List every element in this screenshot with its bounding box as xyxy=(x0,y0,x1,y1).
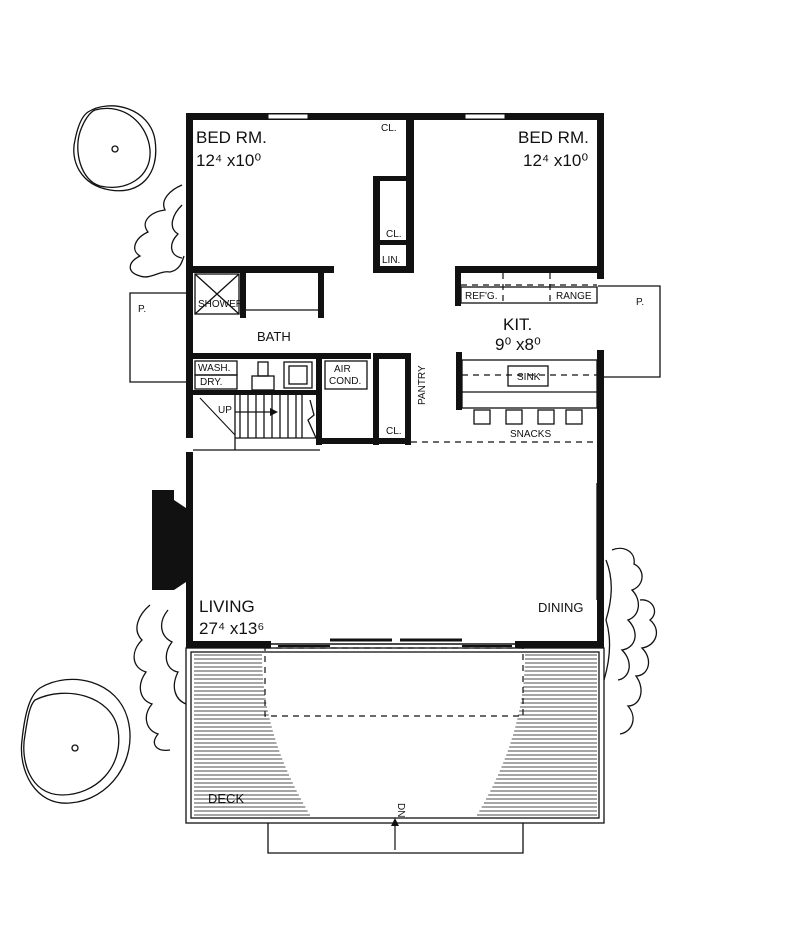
stair-up-label: UP xyxy=(218,405,232,416)
exterior-walls xyxy=(186,113,604,648)
refrigerator-label: REF'G. xyxy=(465,291,497,302)
porch-right-label: P. xyxy=(636,297,644,308)
bed-right-name: BED RM. xyxy=(518,128,589,147)
deck xyxy=(185,647,605,854)
kitchen-size: 9⁰ x8⁰ xyxy=(495,335,541,354)
bed-left-size: 12⁴ x10⁰ xyxy=(196,151,261,170)
sink-label: SINK xyxy=(517,372,541,383)
dining-label: DINING xyxy=(538,600,584,615)
laundry xyxy=(194,360,238,390)
bed-left-name: BED RM. xyxy=(196,128,267,147)
closet-top-label: CL. xyxy=(381,123,397,134)
closet-mid-label: CL. xyxy=(386,229,402,240)
tree-top-left xyxy=(73,105,157,192)
shrubs-left-lower xyxy=(133,604,187,751)
shower-label: SHOWER xyxy=(198,299,243,310)
snacks-label: SNACKS xyxy=(510,429,551,440)
porch-left xyxy=(129,292,190,383)
window-right xyxy=(596,483,603,600)
air-cond-label-1: AIR xyxy=(334,364,351,375)
bath-fixtures xyxy=(251,360,368,391)
pantry-label: PANTRY xyxy=(417,365,428,405)
shower xyxy=(194,273,318,315)
range-label: RANGE xyxy=(556,291,592,302)
dry-label: DRY. xyxy=(200,377,222,388)
bath-label: BATH xyxy=(257,329,291,344)
windows-top xyxy=(267,113,506,120)
kitchen-counters xyxy=(411,273,598,443)
kitchen-name: KIT. xyxy=(503,315,532,334)
shrubs-right xyxy=(603,547,658,735)
stair-down-label: DN xyxy=(395,803,406,817)
linen-label: LIN. xyxy=(382,255,400,266)
closet-pantry-label: CL. xyxy=(386,426,402,437)
living-name: LIVING xyxy=(199,597,255,616)
deck-hatch-right xyxy=(477,654,597,816)
tree-bottom-left xyxy=(20,678,131,804)
bed-right-size: 12⁴ x10⁰ xyxy=(523,151,588,170)
shrubs-left-upper xyxy=(129,184,185,278)
wash-label: WASH. xyxy=(198,363,230,374)
porch-right xyxy=(598,285,661,378)
interior-walls xyxy=(186,113,604,445)
deck-hatch-left xyxy=(194,654,310,816)
living-size: 27⁴ x13⁶ xyxy=(199,619,264,638)
porch-left-label: P. xyxy=(138,304,146,315)
sliding-doors xyxy=(271,638,515,647)
fireplace xyxy=(152,490,174,590)
stair xyxy=(193,395,320,451)
deck-label: DECK xyxy=(208,791,244,806)
air-cond-label-2: COND. xyxy=(329,376,361,387)
